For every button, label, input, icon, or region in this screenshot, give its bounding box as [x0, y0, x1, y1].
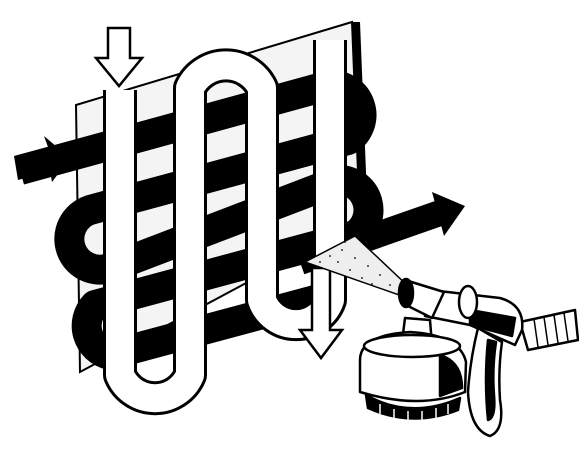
down-arrow-icon — [93, 26, 145, 88]
right-arrow-icon — [432, 192, 465, 236]
vertical-spray-pass-fill — [106, 40, 344, 413]
paint-cup-lid — [362, 333, 462, 359]
handle-grip-shadow — [484, 338, 498, 422]
horizontal-spray-pass — [16, 70, 384, 370]
spray-gun-icon — [358, 277, 579, 438]
cup-base-ridges — [379, 404, 449, 421]
air-hose — [518, 308, 579, 352]
right-arrow-icon — [14, 136, 70, 182]
down-arrow-icon — [297, 266, 345, 361]
gun-body-shadow — [468, 308, 517, 338]
adjust-ring — [457, 284, 479, 320]
nozzle-tip — [397, 277, 415, 309]
hose-ridges — [533, 312, 569, 348]
spray-mist-dots — [319, 241, 391, 286]
paint-cup-shadow — [438, 353, 464, 398]
